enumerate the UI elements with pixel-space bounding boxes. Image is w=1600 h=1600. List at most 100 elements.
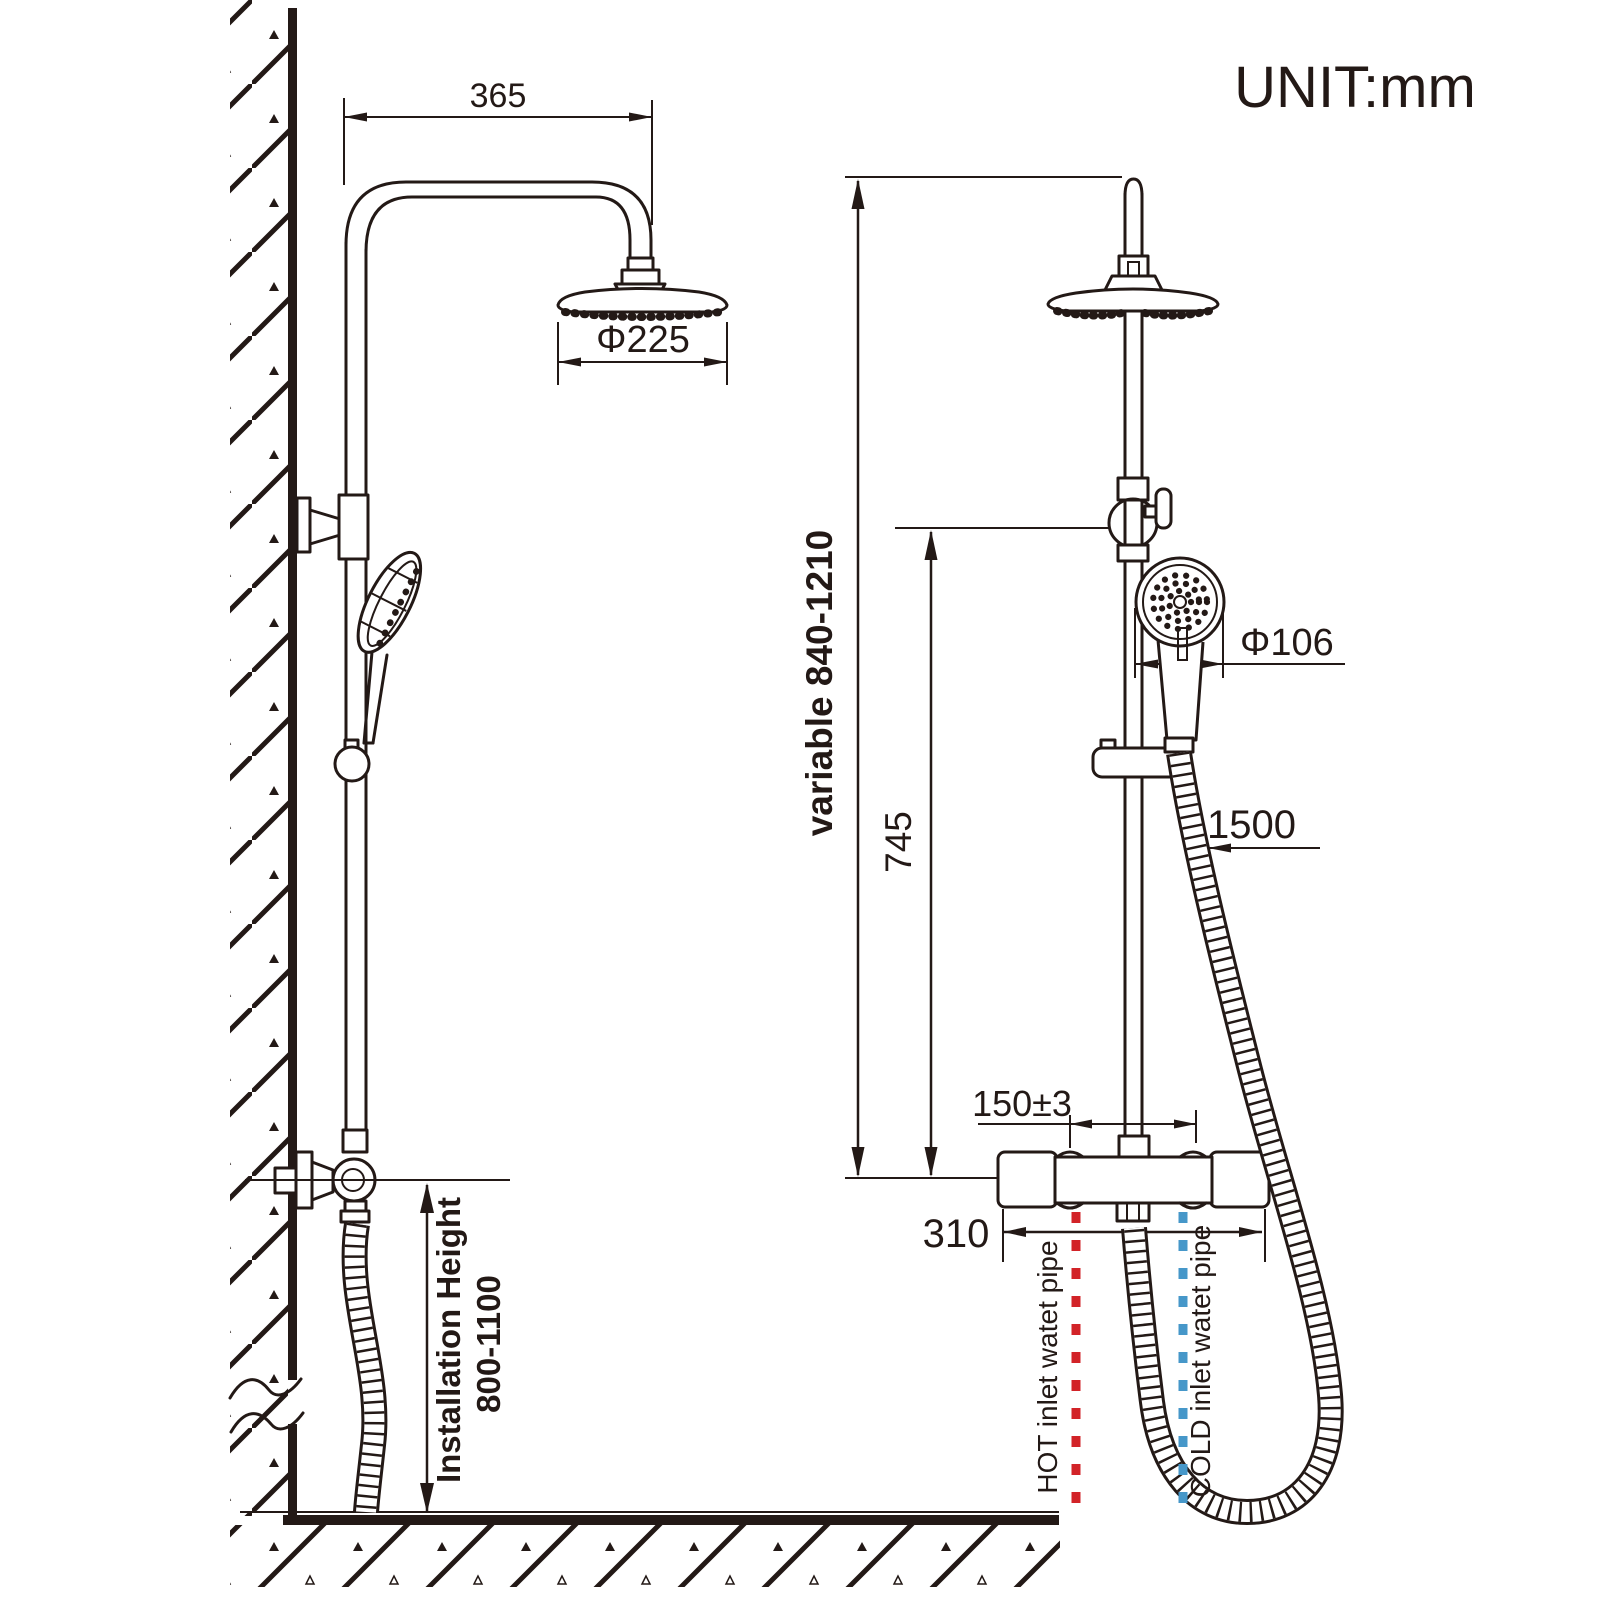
dim-bracket-height: 745	[878, 527, 1109, 1177]
pivot-collar	[1116, 476, 1150, 502]
dim-text-installation-range: 800-1100	[470, 1275, 507, 1413]
floor-slab-line	[283, 1515, 1059, 1525]
hose-corrugation	[344, 1222, 385, 1513]
valve-outlet-nut	[339, 1209, 371, 1224]
shower-arm-outer	[344, 180, 653, 264]
dim-text-hose-length: 1500	[1207, 803, 1296, 847]
hand-shower-handle	[1156, 639, 1205, 742]
hose-outline	[1121, 751, 1344, 1526]
unit-label: UNIT:mm	[1234, 55, 1476, 120]
spray-dots-inner-ring	[1165, 587, 1195, 617]
arrowhead-left	[1003, 1227, 1026, 1237]
arrowhead-down	[924, 1147, 938, 1177]
head-connector-top	[626, 256, 655, 272]
dim-arm-length: 365	[343, 77, 653, 225]
dim-text-hand-shower-diameter: Φ106	[1240, 622, 1334, 664]
arrowhead-up	[851, 179, 865, 209]
head-nozzles-right	[1141, 307, 1213, 320]
shower-hose-front	[1121, 751, 1344, 1526]
head-connector-nut	[620, 268, 661, 286]
arrowhead-up	[420, 1183, 434, 1213]
dim-overall-height: variable 840-1210	[799, 176, 1122, 1177]
dim-text-head-diameter: Φ225	[596, 319, 690, 361]
front-view: variable 840-1210 745	[799, 176, 1345, 1526]
inlet-bulge-bottom-left	[1055, 1201, 1085, 1210]
wall-line-upper	[288, 8, 297, 1380]
hand-shower-handle-left	[362, 650, 374, 745]
arrowhead-up	[924, 530, 938, 560]
arrowhead-right	[1174, 1119, 1196, 1129]
spray-dots-middle-ring	[1157, 579, 1203, 625]
valve-top-fitting	[341, 1128, 369, 1154]
dim-text-overall-height: variable 840-1210	[799, 530, 840, 837]
pivot-bracket-front	[1107, 476, 1173, 563]
wall-break-wave-bottom	[229, 1411, 305, 1434]
dim-inlet-spacing: 150±3	[972, 1083, 1197, 1148]
valve-left-cap	[996, 1150, 1059, 1209]
hand-shower-side	[356, 550, 423, 745]
mixer-valve-front	[996, 1134, 1271, 1223]
head-disc	[556, 287, 729, 314]
arrowhead-right	[1239, 1227, 1262, 1237]
side-view: 365 Φ225	[245, 77, 729, 1513]
dim-valve-width: 310	[923, 1209, 1266, 1262]
head-disc	[1046, 287, 1220, 313]
dim-hand-shower-diameter: Φ106	[1134, 606, 1345, 678]
arrowhead-down	[420, 1483, 434, 1513]
wall-line-lower	[288, 1424, 297, 1516]
dim-text-arm-length: 365	[470, 77, 527, 115]
pipe-rounded-cap	[1123, 177, 1144, 198]
dim-installation-height: Installation Height 800-1100	[245, 1179, 510, 1513]
upper-wall-bracket-side	[295, 493, 370, 561]
inlet-bulge-top-right	[1178, 1150, 1208, 1159]
inlet-bulge-top-left	[1055, 1150, 1085, 1159]
hose-inner	[1124, 751, 1341, 1523]
arrowhead-right	[704, 357, 727, 367]
arrowhead-left	[344, 112, 367, 122]
hand-shower-face-outer	[1134, 556, 1226, 648]
floor-hatching	[230, 1525, 1060, 1587]
arrowhead-left	[558, 357, 581, 367]
riser-pipe-front	[1123, 177, 1144, 1140]
arrowhead-left	[1135, 659, 1158, 669]
bracket-cone	[308, 508, 342, 546]
wall-hatching	[230, 0, 288, 1516]
arrowhead-left	[1070, 1119, 1092, 1129]
hand-shower-face-ring	[1142, 564, 1218, 640]
rain-shower-head-front	[1046, 254, 1220, 320]
cold-inlet-label: COLD inlet watet pipe	[1185, 1225, 1216, 1497]
dim-hose-length: 1500	[1207, 803, 1320, 853]
slider-knob	[333, 738, 371, 783]
hand-shower-seam	[371, 592, 407, 612]
hand-shower-handle-right	[371, 653, 389, 745]
hot-inlet-label: HOT inlet watet pipe	[1032, 1240, 1063, 1493]
dim-text-bracket-height: 745	[878, 811, 919, 873]
inlet-pipes: HOT inlet watet pipe COLD inlet watet pi…	[1032, 1212, 1216, 1520]
bracket-wall-plate	[295, 496, 312, 554]
valve-right-cap	[1208, 1150, 1271, 1209]
dim-text-valve-width: 310	[923, 1212, 990, 1256]
head-nozzles	[561, 308, 724, 321]
hand-shower-spray-dots	[375, 567, 420, 649]
rain-shower-head-side	[556, 256, 729, 321]
shower-arm-inner	[364, 195, 632, 264]
handle-hose-fitting	[1163, 736, 1195, 754]
slider-wheel	[333, 745, 371, 783]
dim-head-diameter: Φ225	[557, 319, 728, 385]
arrowhead-right	[1200, 659, 1223, 669]
arrowhead-right	[629, 112, 652, 122]
valve-body	[1053, 1155, 1214, 1205]
arrowhead-down	[851, 1147, 865, 1177]
handle-slot-detail	[1177, 627, 1188, 661]
wall-section	[228, 0, 305, 1516]
rail-collar	[1116, 543, 1150, 563]
head-nozzles-left	[1053, 307, 1126, 320]
hand-shower-head-tilted	[356, 550, 423, 654]
hand-shower-front	[1134, 556, 1226, 754]
arrowhead-left	[1208, 843, 1231, 853]
dim-text-inlet-spacing: 150±3	[972, 1083, 1072, 1124]
head-connector-fitting	[1117, 254, 1150, 278]
hand-shower-center-hole	[1173, 595, 1187, 609]
